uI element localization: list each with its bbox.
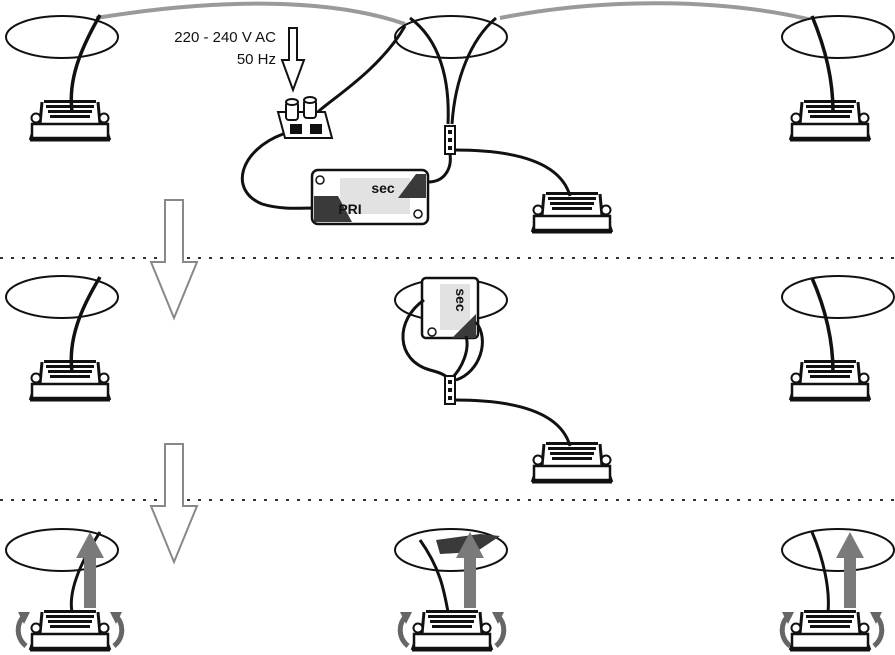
downlight-fixture-icon (530, 440, 614, 484)
ceiling-cutout-icon (5, 528, 119, 572)
downlight-fixture-icon (410, 608, 494, 652)
connector-icon (444, 375, 456, 405)
ceiling-cutout-icon (781, 528, 895, 572)
ceiling-cutout-icon (781, 275, 895, 319)
terminal-block-icon (276, 96, 334, 139)
driver-primary-label: PRI (338, 201, 361, 217)
rotate-clip-arrow-icon (18, 612, 30, 646)
driver-box-icon: sec (420, 276, 480, 340)
ceiling-cutout-icon (781, 15, 895, 59)
downlight-fixture-icon (788, 608, 872, 652)
rotate-clip-arrow-icon (400, 612, 412, 646)
mains-cable-grey (95, 1, 813, 26)
connector-icon (444, 125, 456, 155)
rotate-clip-arrow-icon (110, 612, 122, 646)
downlight-fixture-icon (28, 608, 112, 652)
rotate-clip-arrow-icon (492, 612, 504, 646)
ceiling-cutout-icon (394, 15, 508, 59)
downlight-fixture-icon (788, 98, 872, 142)
step-arrow-icon (150, 443, 198, 563)
driver-box-icon: sec PRI (310, 168, 430, 226)
ceiling-cutout-icon (5, 275, 119, 319)
rotate-clip-arrow-icon (870, 612, 882, 646)
driver-secondary-label: sec (371, 180, 395, 196)
ceiling-cutout-icon (5, 15, 119, 59)
downlight-fixture-icon (788, 358, 872, 402)
supply-frequency-label: 50 Hz (237, 51, 276, 68)
driver-secondary-label-2: sec (453, 288, 469, 312)
downlight-fixture-icon (28, 98, 112, 142)
supply-voltage-label: 220 - 240 V AC (174, 29, 276, 46)
step-arrow-icon (150, 199, 198, 319)
supply-arrow-icon (280, 27, 306, 93)
downlight-fixture-icon (530, 190, 614, 234)
downlight-fixture-icon (28, 358, 112, 402)
